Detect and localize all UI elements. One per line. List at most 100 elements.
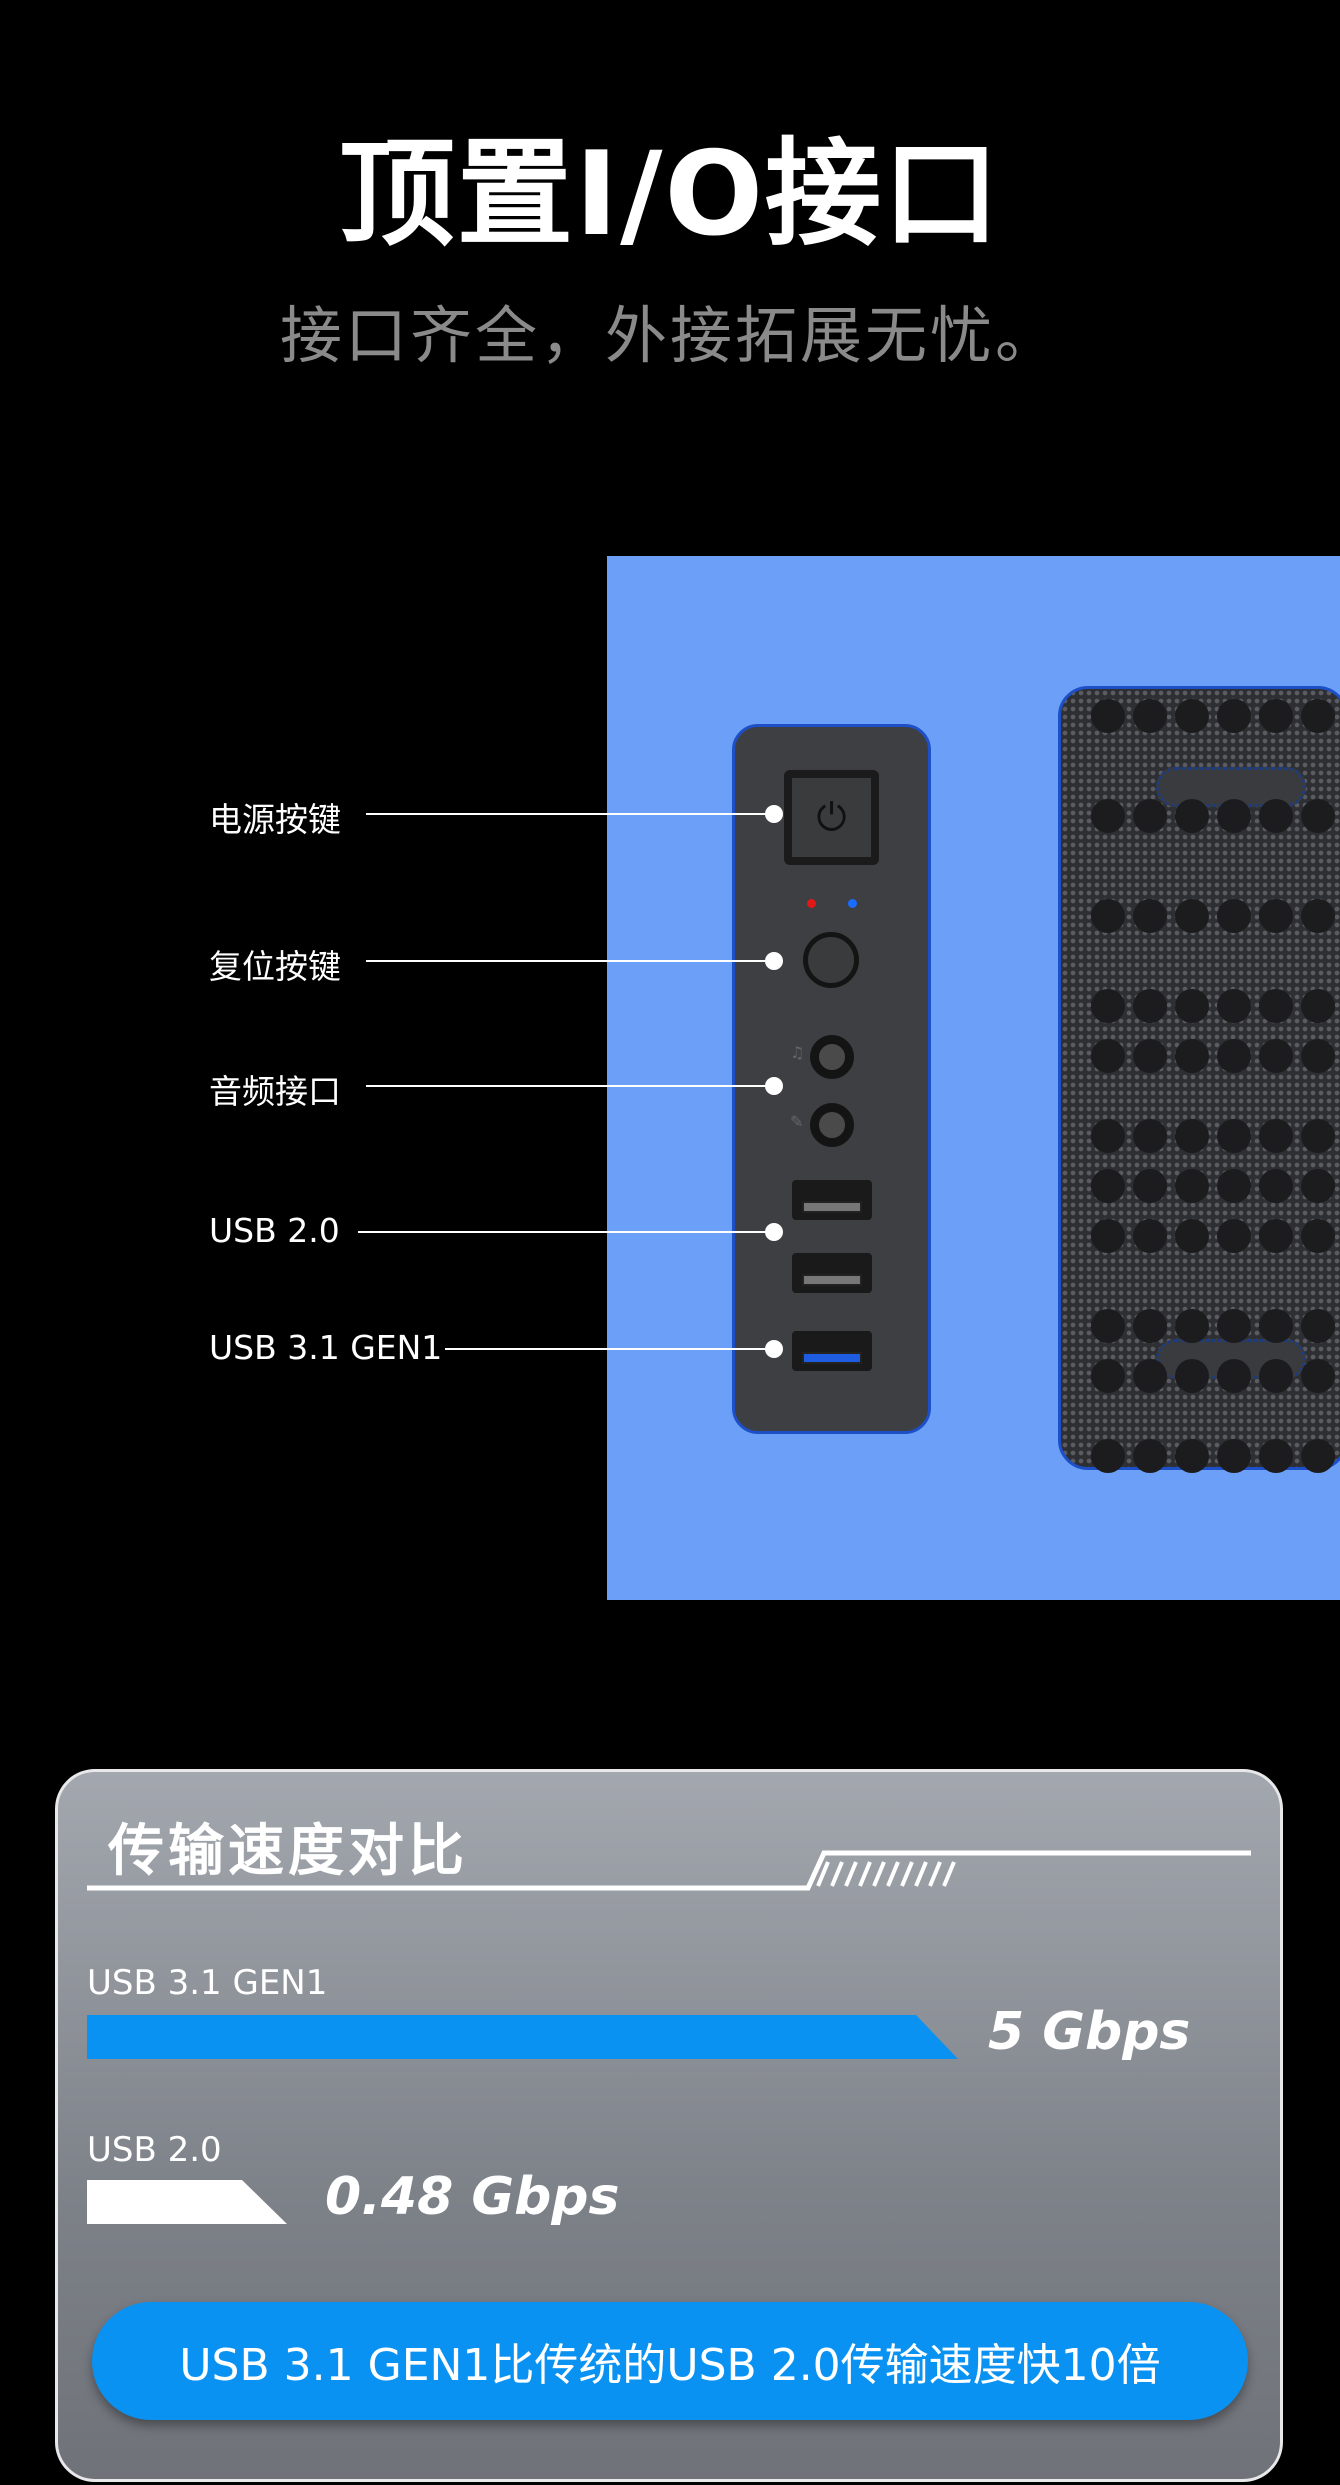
vent-hole — [1301, 1359, 1335, 1393]
vent-hole — [1133, 1439, 1167, 1473]
vent-hole — [1259, 1039, 1293, 1073]
callout-line — [358, 1231, 773, 1233]
bar-usb3 — [87, 2015, 958, 2059]
vent-hole — [1259, 1359, 1293, 1393]
vent-hole — [1175, 1169, 1209, 1203]
bar-value-usb2: 0.48 Gbps — [325, 2167, 620, 2227]
vent-hole — [1175, 989, 1209, 1023]
vent-hole — [1301, 899, 1335, 933]
vent-hole — [1091, 799, 1125, 833]
callout-line — [366, 1085, 773, 1087]
vent-hole — [1133, 1039, 1167, 1073]
vent-hole — [1133, 899, 1167, 933]
vent-hole — [1133, 1309, 1167, 1343]
vent-hole — [1133, 699, 1167, 733]
page-subtitle: 接口齐全，外接拓展无忧。 — [279, 299, 1060, 372]
vent-hole — [1175, 699, 1209, 733]
callout-dot — [765, 1077, 783, 1095]
power-led — [807, 899, 816, 908]
vent-hole — [1217, 899, 1251, 933]
vent-hole — [1301, 1309, 1335, 1343]
power-icon: ⏻ — [792, 778, 871, 857]
vent-hole — [1301, 1169, 1335, 1203]
vent-hole — [1217, 1309, 1251, 1343]
mic-icon: ✎ — [790, 1112, 804, 1131]
vent-hole — [1217, 1439, 1251, 1473]
vent-mesh — [1058, 686, 1340, 1473]
callout-audio: 音频接口 — [209, 1072, 341, 1111]
vent-hole — [1133, 989, 1167, 1023]
vent-hole — [1259, 1169, 1293, 1203]
vent-hole — [1259, 699, 1293, 733]
vent-hole — [1133, 1359, 1167, 1393]
callout-line — [366, 960, 773, 962]
vent-hole — [1175, 1039, 1209, 1073]
vent-hole — [1091, 1119, 1125, 1153]
usb3-port — [792, 1331, 872, 1371]
callout-dot — [765, 952, 783, 970]
vent-hole — [1091, 1309, 1125, 1343]
vent-hole — [1217, 799, 1251, 833]
bar-value-usb3: 5 Gbps — [988, 2002, 1191, 2062]
vent-hole — [1259, 989, 1293, 1023]
usb2-port-1 — [792, 1180, 872, 1220]
vent-hole — [1091, 1169, 1125, 1203]
summary-banner: USB 3.1 GEN1比传统的USB 2.0传输速度快10倍 — [92, 2302, 1248, 2420]
reset-button[interactable] — [803, 932, 859, 988]
vent-hole — [1301, 1119, 1335, 1153]
vent-hole — [1301, 1439, 1335, 1473]
usb2-port-2 — [792, 1253, 872, 1293]
vent-hole — [1091, 1219, 1125, 1253]
callout-power: 电源按键 — [209, 800, 341, 839]
vent-hole — [1133, 799, 1167, 833]
bar-usb2 — [87, 2180, 287, 2224]
vent-hole — [1133, 1219, 1167, 1253]
headphone-jack — [810, 1035, 854, 1079]
vent-hole — [1259, 1439, 1293, 1473]
callout-usb3: USB 3.1 GEN1 — [209, 1328, 443, 1367]
vent-hole — [1217, 1039, 1251, 1073]
vent-hole — [1217, 1119, 1251, 1153]
callout-dot — [765, 1340, 783, 1358]
vent-hole — [1175, 1359, 1209, 1393]
vent-hole — [1091, 1439, 1125, 1473]
vent-hole — [1091, 1039, 1125, 1073]
vent-hole — [1175, 1119, 1209, 1153]
vent-hole — [1259, 1119, 1293, 1153]
vent-hole — [1175, 1219, 1209, 1253]
vent-hole — [1175, 899, 1209, 933]
callout-usb2: USB 2.0 — [209, 1211, 340, 1250]
hdd-led — [848, 899, 857, 908]
callout-dot — [765, 805, 783, 823]
mic-jack — [810, 1103, 854, 1147]
vent-hole — [1301, 799, 1335, 833]
vent-hole — [1091, 699, 1125, 733]
vent-hole — [1301, 1219, 1335, 1253]
vent-hole — [1217, 699, 1251, 733]
vent-hole — [1133, 1119, 1167, 1153]
callout-reset: 复位按键 — [209, 947, 341, 986]
vent-hole — [1217, 989, 1251, 1023]
vent-hole — [1301, 699, 1335, 733]
vent-hole — [1301, 1039, 1335, 1073]
vent-hole — [1175, 1309, 1209, 1343]
vent-hole — [1259, 799, 1293, 833]
callout-line — [445, 1348, 773, 1350]
callout-dot — [765, 1223, 783, 1241]
vent-hole — [1133, 1169, 1167, 1203]
vent-hole — [1175, 799, 1209, 833]
power-button[interactable]: ⏻ — [784, 770, 879, 865]
callout-line — [366, 813, 773, 815]
vent-hole — [1091, 989, 1125, 1023]
vent-hole — [1217, 1169, 1251, 1203]
vent-hole — [1091, 1359, 1125, 1393]
vent-hole — [1259, 899, 1293, 933]
bar-label-usb3: USB 3.1 GEN1 — [87, 1963, 328, 2003]
vent-hole — [1217, 1219, 1251, 1253]
card-title: 传输速度对比 — [108, 1819, 468, 1884]
vent-hole — [1259, 1219, 1293, 1253]
page-title: 顶置I/O接口 — [338, 127, 1002, 262]
vent-hole — [1301, 989, 1335, 1023]
vent-hole — [1259, 1309, 1293, 1343]
